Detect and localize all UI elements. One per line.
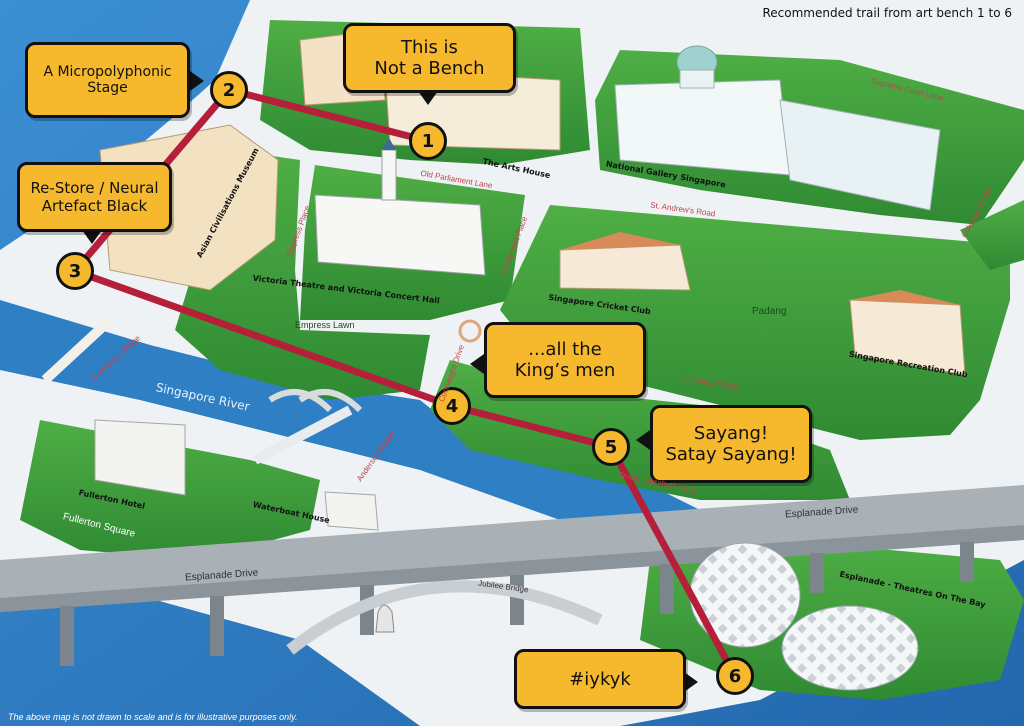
cavenagh-bridge — [41, 316, 114, 384]
stop-number: 6 — [728, 665, 742, 687]
esplanade-dome — [781, 605, 919, 691]
national-gallery-building — [614, 45, 941, 211]
callout-stop-3: Re-Store / Neural Artefact Black — [17, 162, 172, 232]
callout-stop-2: A Micropolyphonic Stage — [25, 42, 190, 118]
recreation-club-building — [849, 290, 966, 376]
callout-text: #iykyk — [569, 668, 631, 690]
fullerton-hotel-building — [94, 419, 186, 496]
callout-text: Sayang! Satay Sayang! — [665, 423, 797, 465]
stop-number: 1 — [421, 130, 435, 152]
trail-route — [71, 86, 739, 678]
roundabout — [458, 319, 482, 343]
callout-text: Re-Store / Neural Artefact Black — [30, 179, 159, 215]
victoria-theatre-building — [314, 138, 486, 276]
callout-text: This is Not a Bench — [374, 37, 485, 79]
stop-number: 4 — [445, 395, 459, 417]
waterboat-house-building — [324, 491, 379, 531]
esplanade-dome — [689, 542, 801, 648]
callout-text: A Micropolyphonic Stage — [43, 64, 172, 96]
trail-stop-3[interactable]: 3 — [56, 252, 94, 290]
trail-stop-1[interactable]: 1 — [409, 122, 447, 160]
callout-stop-5: Sayang! Satay Sayang! — [650, 405, 812, 483]
esplanade-drive-deck — [0, 525, 1024, 612]
cricket-club-building — [559, 232, 691, 291]
stop-number: 5 — [604, 436, 618, 458]
callout-tail — [82, 230, 102, 244]
callout-tail — [636, 430, 650, 450]
label-empress-lawn: Empress Lawn — [295, 320, 355, 330]
callout-tail — [470, 354, 484, 374]
callout-tail — [684, 672, 698, 692]
label-padang: Padang — [752, 306, 787, 317]
anderson-bridge — [252, 389, 363, 465]
jubilee-bridge-arch — [286, 580, 603, 655]
stop-number: 3 — [68, 260, 82, 282]
trail-stop-2[interactable]: 2 — [210, 71, 248, 109]
trail-stop-6[interactable]: 6 — [716, 657, 754, 695]
map-title: Recommended trail from art bench 1 to 6 — [762, 6, 1012, 20]
callout-stop-6: #iykyk — [514, 649, 686, 709]
callout-text: ...all the King’s men — [514, 339, 616, 381]
callout-stop-1: This is Not a Bench — [343, 23, 516, 93]
grass-block — [960, 200, 1024, 270]
trail-stop-5[interactable]: 5 — [592, 428, 630, 466]
callout-stop-4: ...all the King’s men — [484, 322, 646, 398]
disclaimer-note: The above map is not drawn to scale and … — [8, 712, 298, 722]
callout-tail — [418, 91, 438, 105]
callout-tail — [190, 71, 204, 91]
trail-stop-4[interactable]: 4 — [433, 387, 471, 425]
merlion-statue — [375, 604, 395, 633]
stop-number: 2 — [222, 79, 236, 101]
